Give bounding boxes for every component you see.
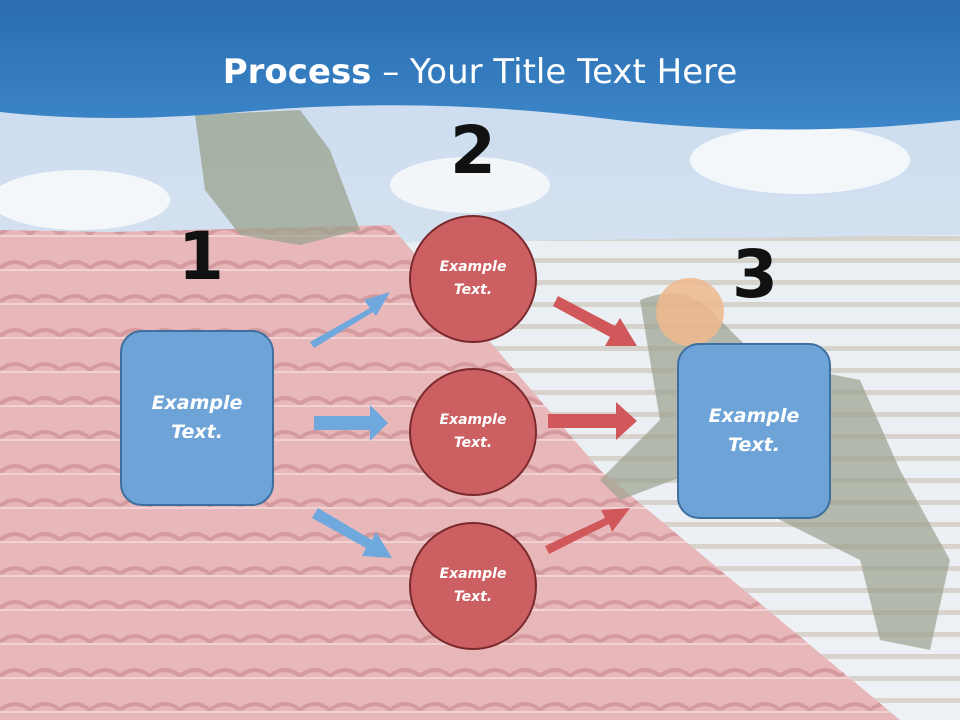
input-box-text: Example Text. xyxy=(151,392,243,443)
slide-title: Process – Your Title Text Here xyxy=(0,52,960,92)
input-box[interactable]: Example Text. xyxy=(120,330,274,506)
circle-text: Example Text. xyxy=(439,412,507,451)
output-box-text: Example Text. xyxy=(708,405,800,456)
output-box[interactable]: Example Text. xyxy=(677,343,831,519)
step-circle-middle[interactable]: Example Text. xyxy=(409,368,537,496)
circle-text: Example Text. xyxy=(439,259,507,298)
step-number-3: 3 xyxy=(732,236,778,313)
step-number-2: 2 xyxy=(450,112,496,189)
step-number-1: 1 xyxy=(178,218,224,295)
title-rest: – Your Title Text Here xyxy=(371,52,738,92)
circle-text: Example Text. xyxy=(439,566,507,605)
step-circle-bottom[interactable]: Example Text. xyxy=(409,522,537,650)
step-circle-top[interactable]: Example Text. xyxy=(409,215,537,343)
title-bold: Process xyxy=(222,52,372,92)
